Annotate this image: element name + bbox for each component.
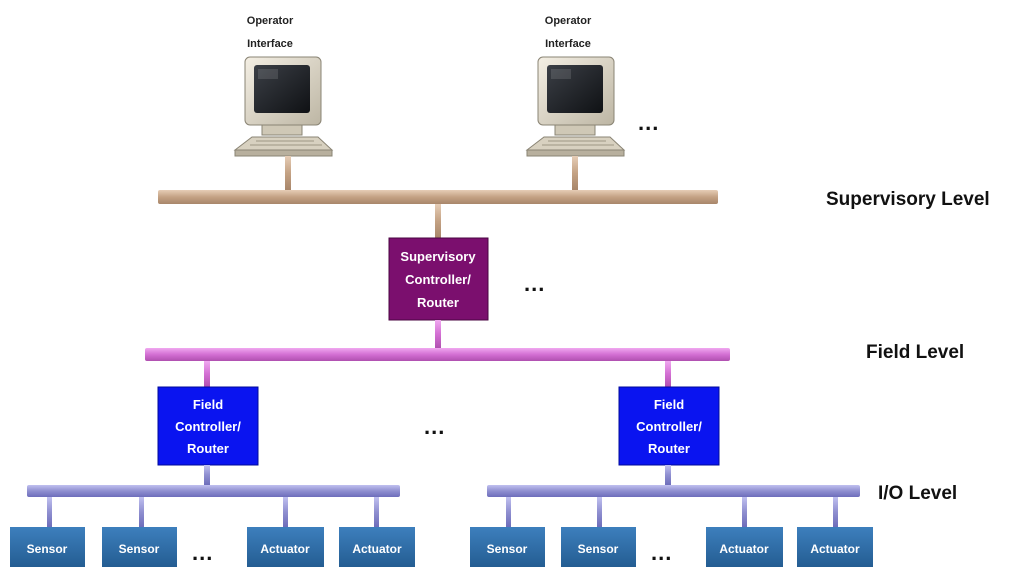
io-level-label: I/O Level bbox=[878, 483, 957, 504]
device-connector bbox=[47, 497, 52, 527]
bus-connector bbox=[204, 465, 210, 485]
io-bus-left bbox=[27, 485, 400, 497]
bus-connector bbox=[665, 361, 671, 387]
device-sensor: Sensor bbox=[470, 527, 545, 567]
device-label: Sensor bbox=[578, 542, 619, 556]
device-label: Sensor bbox=[119, 542, 160, 556]
field-level-label: Field Level bbox=[866, 342, 964, 363]
operator-label-line2: Interface bbox=[545, 38, 591, 50]
field-controller-router-1: Field Controller/ Router bbox=[157, 386, 259, 466]
operator-label-line2: Interface bbox=[247, 38, 293, 50]
device-actuator: Actuator bbox=[797, 527, 873, 567]
ellipsis-devices-left: ... bbox=[192, 540, 213, 565]
device-sensor: Sensor bbox=[102, 527, 177, 567]
operator-label-line1: Operator bbox=[545, 15, 592, 27]
ellipsis-devices-right: ... bbox=[651, 540, 672, 565]
field-controller-line1: Field bbox=[654, 397, 684, 412]
device-label: Actuator bbox=[810, 542, 860, 556]
operator-interface-1: Operator Interface bbox=[233, 15, 334, 157]
field-bus bbox=[145, 348, 730, 361]
device-connector bbox=[506, 497, 511, 527]
device-sensor: Sensor bbox=[561, 527, 636, 567]
device-label: Sensor bbox=[487, 542, 528, 556]
device-label: Actuator bbox=[352, 542, 402, 556]
operator-interface-2: Operator Interface bbox=[525, 15, 626, 157]
operator-connector bbox=[572, 156, 578, 190]
operator-label-line1: Operator bbox=[247, 15, 294, 27]
computer-icon bbox=[525, 56, 626, 157]
field-controller-line2: Controller/ bbox=[636, 419, 702, 434]
field-controller-line3: Router bbox=[648, 441, 690, 456]
bus-connector bbox=[204, 361, 210, 387]
bus-connector bbox=[665, 465, 671, 485]
device-connector bbox=[374, 497, 379, 527]
device-connector bbox=[139, 497, 144, 527]
ellipsis-field: ... bbox=[424, 414, 445, 439]
device-connector bbox=[833, 497, 838, 527]
device-actuator: Actuator bbox=[706, 527, 783, 567]
supervisory-controller-line2: Controller/ bbox=[405, 272, 471, 287]
field-controller-line1: Field bbox=[193, 397, 223, 412]
device-connector bbox=[597, 497, 602, 527]
field-controller-line3: Router bbox=[187, 441, 229, 456]
io-bus-right bbox=[487, 485, 860, 497]
bus-connector bbox=[435, 204, 441, 238]
device-actuator: Actuator bbox=[247, 527, 324, 567]
device-label: Actuator bbox=[719, 542, 769, 556]
bus-connector bbox=[435, 320, 441, 348]
supervisory-level-label: Supervisory Level bbox=[826, 189, 990, 210]
field-controller-router-2: Field Controller/ Router bbox=[618, 386, 720, 466]
device-connector bbox=[742, 497, 747, 527]
device-label: Sensor bbox=[27, 542, 68, 556]
device-connector bbox=[283, 497, 288, 527]
supervisory-controller-line3: Router bbox=[417, 295, 459, 310]
field-controller-line2: Controller/ bbox=[175, 419, 241, 434]
supervisory-controller-line1: Supervisory bbox=[400, 249, 476, 264]
device-sensor: Sensor bbox=[10, 527, 85, 567]
ellipsis-operators: ... bbox=[638, 110, 659, 135]
operator-connector bbox=[285, 156, 291, 190]
device-actuator: Actuator bbox=[339, 527, 415, 567]
ellipsis-supervisory: ... bbox=[524, 271, 545, 296]
device-label: Actuator bbox=[260, 542, 310, 556]
supervisory-controller-router: Supervisory Controller/ Router bbox=[388, 237, 489, 321]
computer-icon bbox=[233, 56, 334, 157]
supervisory-bus bbox=[158, 190, 718, 204]
